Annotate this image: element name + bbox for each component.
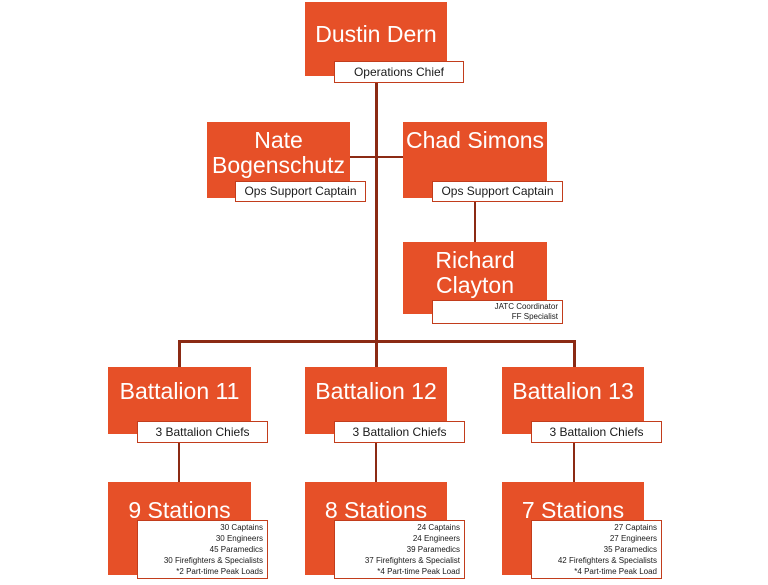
stations-13-line: 42 Firefighters & Specialists [557, 556, 657, 565]
stations-13-line: 27 Engineers [609, 534, 657, 543]
connector-battalion-11-drop [178, 340, 181, 367]
stations-11-line: 45 Paramedics [209, 545, 263, 554]
stations-12-line: 24 Captains [417, 523, 460, 532]
captain-right-name-line1: Chad [405, 127, 461, 153]
battalion-12-chiefs: 3 Battalion Chiefs [334, 421, 465, 443]
stations-12-details: 24 Captains 24 Engineers 39 Paramedics 3… [334, 520, 465, 579]
connector-battalion-13-drop [573, 340, 576, 367]
battalion-13-chiefs: 3 Battalion Chiefs [531, 421, 662, 443]
stations-11-line: 30 Captains [220, 523, 263, 532]
coordinator-title: JATC Coordinator FF Specialist [432, 300, 563, 324]
captain-right-name-line2: Simons [467, 127, 545, 153]
stations-13-name: 7 Stations [521, 497, 625, 523]
stations-12-line: 37 Firefighters & Specialist [364, 556, 460, 565]
stations-11-line: *2 Part-time Peak Loads [176, 567, 263, 576]
connector-battalion-13-stations [573, 442, 575, 482]
connector-battalions-horizontal [178, 340, 576, 343]
battalion-12-name: Battalion 12 [315, 378, 437, 404]
stations-12-line: 24 Engineers [412, 534, 460, 543]
stations-12-line: 39 Paramedics [406, 545, 460, 554]
stations-13-details: 27 Captains 27 Engineers 35 Paramedics 4… [531, 520, 662, 579]
connector-battalion-11-stations [178, 442, 180, 482]
chief-title: Operations Chief [334, 61, 464, 83]
coordinator-name-line1: Richard [435, 247, 515, 273]
stations-11-line: 30 Firefighters & Specialists [163, 556, 263, 565]
stations-11-details: 30 Captains 30 Engineers 45 Paramedics 3… [137, 520, 268, 579]
stations-12-line: *4 Part-time Peak Load [377, 567, 460, 576]
battalion-11-chiefs: 3 Battalion Chiefs [137, 421, 268, 443]
stations-13-line: 35 Paramedics [603, 545, 657, 554]
connector-main-vertical [375, 76, 378, 369]
stations-11-line: 30 Engineers [215, 534, 263, 543]
stations-12-name: 8 Stations [324, 497, 428, 523]
connector-chad-richard [474, 202, 476, 242]
stations-11-name: 9 Stations [128, 497, 231, 523]
chief-name: Dustin Dern [315, 21, 437, 47]
battalion-11-name: Battalion 11 [119, 378, 240, 404]
stations-13-line: *4 Part-time Peak Load [574, 567, 657, 576]
coordinator-title-line1: JATC Coordinator [494, 302, 558, 311]
coordinator-title-line2: FF Specialist [511, 312, 558, 321]
stations-13-line: 27 Captains [614, 523, 657, 532]
captain-left-name-line2: Bogenschutz [212, 152, 345, 178]
battalion-13-name: Battalion 13 [512, 378, 634, 404]
captain-right-title: Ops Support Captain [432, 181, 563, 202]
captain-left-title: Ops Support Captain [235, 181, 366, 202]
connector-battalion-12-stations [375, 442, 377, 482]
captain-left-name-line1: Nate [254, 127, 303, 153]
connector-captains-horizontal [350, 156, 403, 158]
coordinator-name-line2: Clayton [436, 272, 514, 298]
